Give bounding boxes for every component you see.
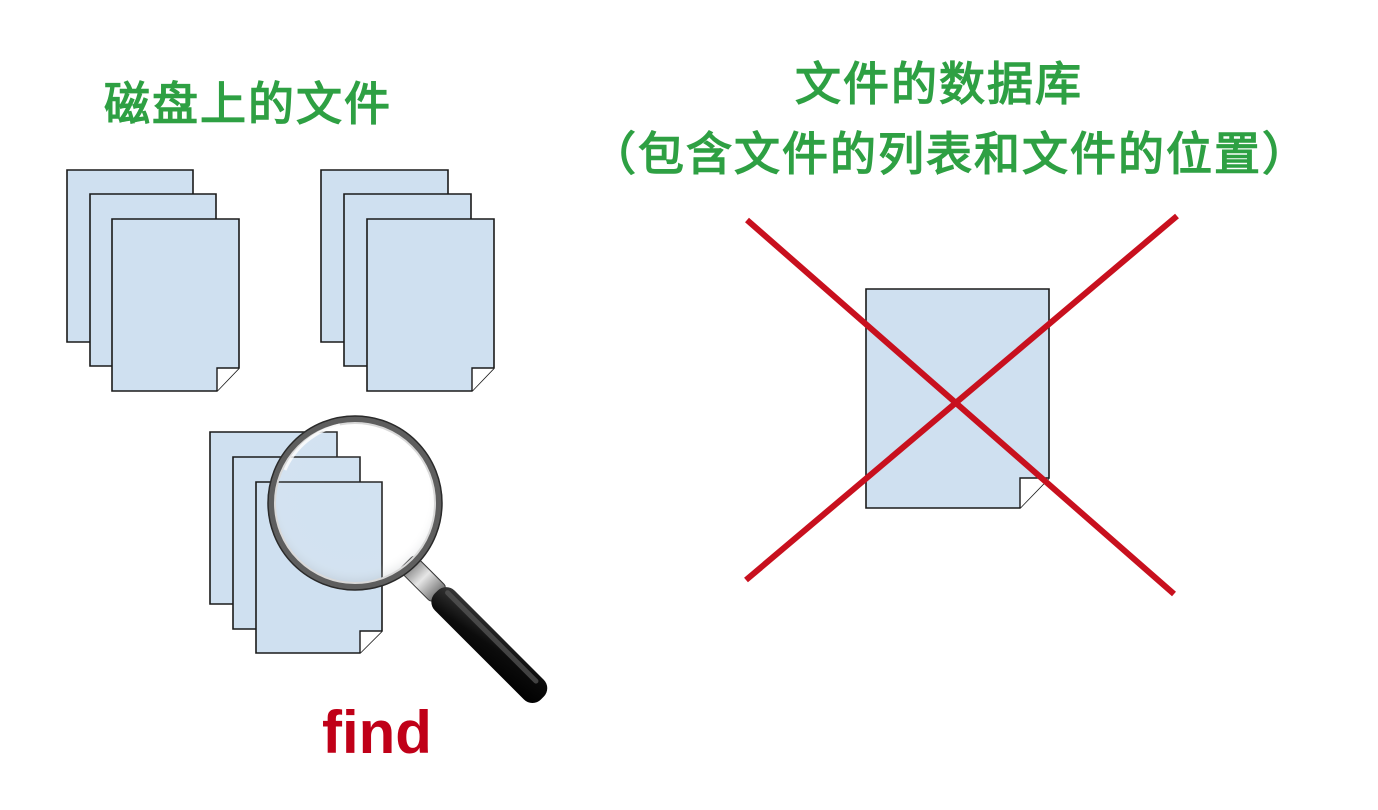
disk-files-title: 磁盘上的文件 <box>104 77 392 131</box>
magnifying-glass-icon <box>267 415 548 704</box>
document-stack-1 <box>66 169 240 392</box>
document-stack-2 <box>320 169 495 392</box>
database-title: 文件的数据库 <box>795 57 1083 111</box>
document-icon <box>366 218 495 392</box>
database-subtitle: （包含文件的列表和文件的位置） <box>590 127 1310 181</box>
find-label: find <box>322 699 432 766</box>
document-icon <box>111 218 240 392</box>
red-x-cross-icon <box>744 213 1179 597</box>
